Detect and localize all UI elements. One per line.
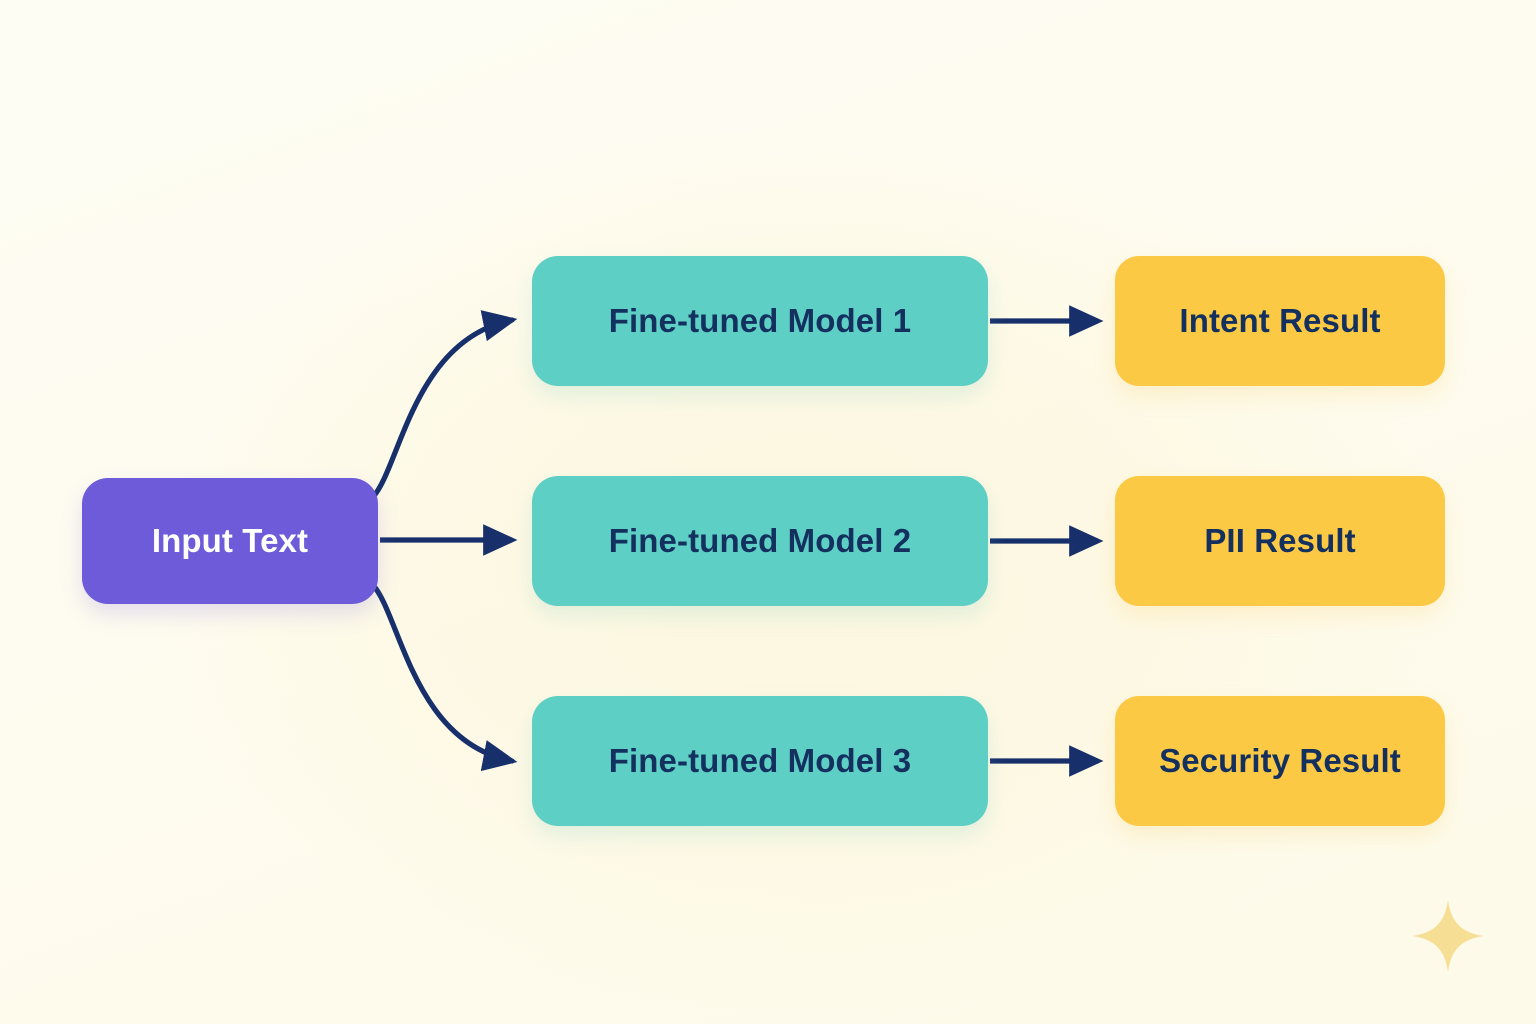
node-fine-tuned-model-2[interactable]: Fine-tuned Model 2 (532, 476, 988, 606)
node-input-text-label: Input Text (151, 522, 309, 560)
edge-input-to-model-1 (369, 310, 518, 501)
node-pii-result-label: PII Result (1204, 522, 1356, 560)
node-input-text[interactable]: Input Text (82, 478, 378, 604)
node-intent-result-label: Intent Result (1179, 302, 1381, 340)
node-security-result-label: Security Result (1159, 742, 1401, 780)
node-fine-tuned-model-3[interactable]: Fine-tuned Model 3 (532, 696, 988, 826)
node-fine-tuned-model-1-label: Fine-tuned Model 1 (608, 302, 912, 340)
node-intent-result[interactable]: Intent Result (1115, 256, 1445, 386)
node-fine-tuned-model-2-label: Fine-tuned Model 2 (608, 522, 912, 560)
node-pii-result[interactable]: PII Result (1115, 476, 1445, 606)
sparkle-icon (1412, 900, 1484, 972)
node-security-result[interactable]: Security Result (1115, 696, 1445, 826)
node-fine-tuned-model-3-label: Fine-tuned Model 3 (608, 742, 912, 780)
edge-input-to-model-3 (369, 581, 518, 772)
node-fine-tuned-model-1[interactable]: Fine-tuned Model 1 (532, 256, 988, 386)
sparkle-shape (1412, 900, 1484, 972)
